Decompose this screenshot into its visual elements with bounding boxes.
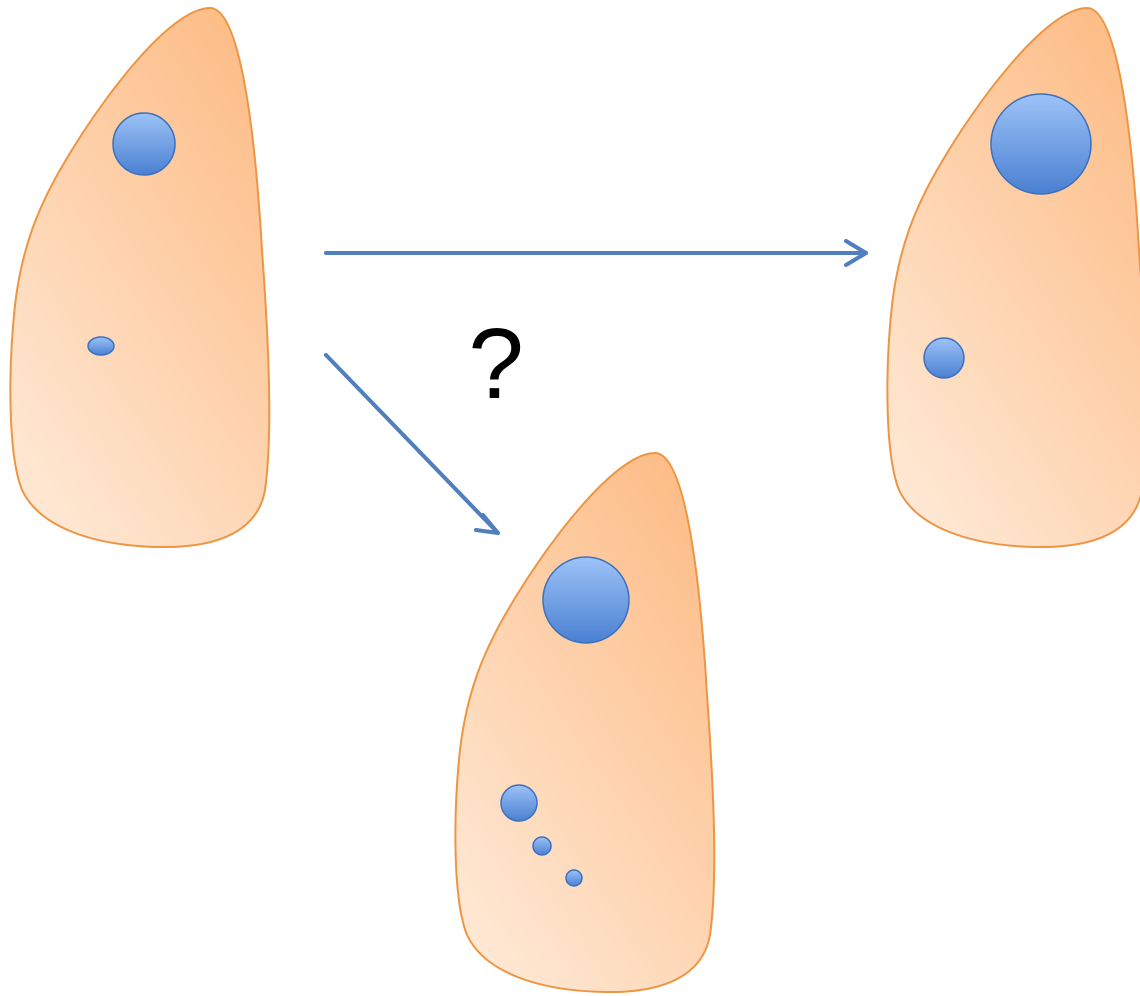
arrow-to-right [326,241,866,265]
vesicle-large [991,94,1091,194]
vesicle-medium [924,338,964,378]
question-mark: ? [468,308,524,420]
cell-outcome-right [887,8,1140,547]
cell-body [10,8,269,547]
vesicle-large [543,557,629,643]
vesicle-medium [501,785,537,821]
cell-body [887,8,1140,547]
vesicle-large [113,113,175,175]
cell-source [10,8,269,547]
vesicle-small [533,837,551,855]
vesicle-small [566,870,582,886]
vesicle-small [88,337,114,355]
